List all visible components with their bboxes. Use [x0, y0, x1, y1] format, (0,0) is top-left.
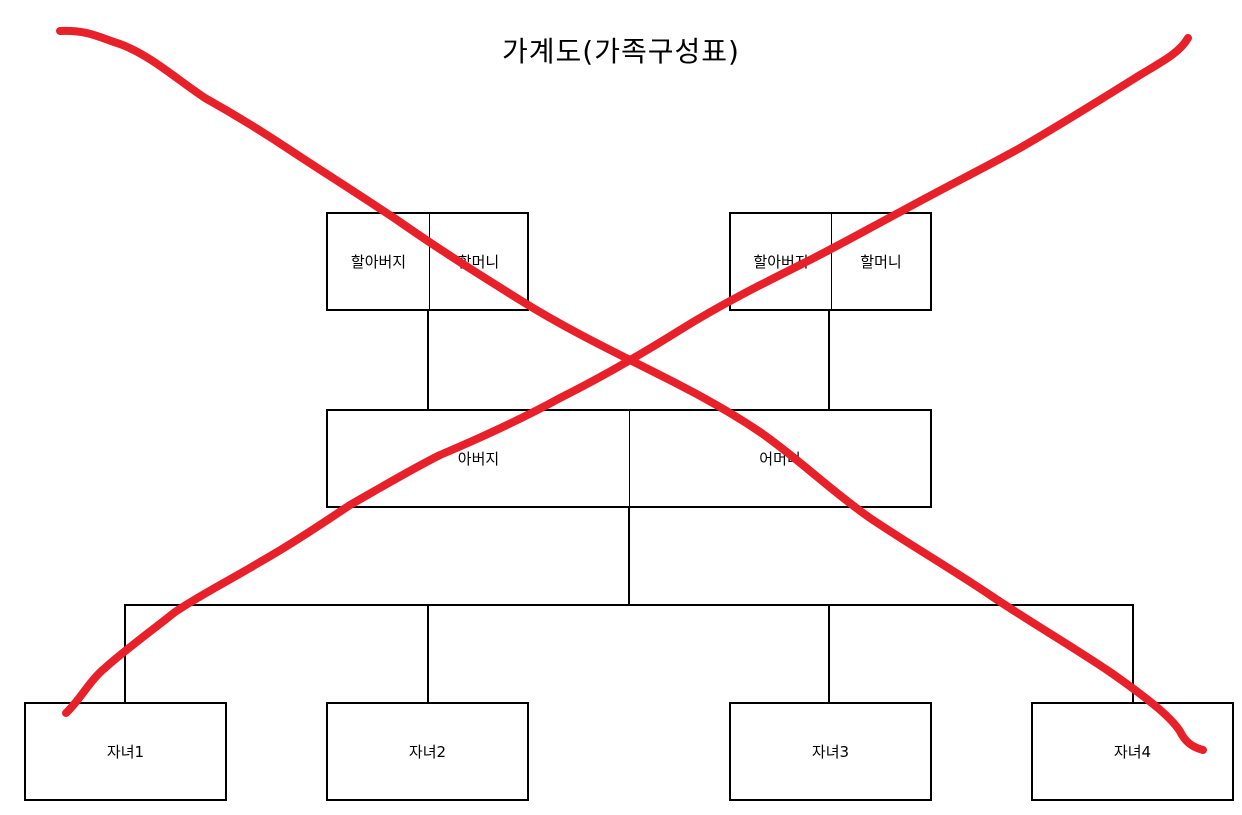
child-label-1: 자녀1	[106, 743, 145, 761]
right-grandfather-label: 할아버지	[753, 253, 809, 271]
child-cell-3: 자녀3	[731, 704, 930, 799]
right-grandfather-cell: 할아버지	[731, 214, 832, 309]
mother-cell: 어머니	[630, 411, 930, 506]
connector-child-1	[124, 604, 126, 703]
child-label-4: 자녀4	[1113, 743, 1152, 761]
left-grandparents-box: 할아버지 할머니	[326, 212, 529, 311]
child-box-4: 자녀4	[1031, 702, 1234, 801]
connector-child-3	[828, 604, 830, 703]
connector-parents-down	[628, 506, 630, 606]
child-label-3: 자녀3	[811, 743, 850, 761]
left-grandfather-label: 할아버지	[350, 253, 407, 271]
father-label: 아버지	[457, 450, 500, 468]
right-grandmother-cell: 할머니	[832, 214, 930, 309]
left-grandmother-cell: 할머니	[430, 214, 527, 309]
mother-label: 어머니	[759, 450, 801, 468]
child-cell-4: 자녀4	[1033, 704, 1232, 799]
diagram-title: 가계도(가족구성표)	[502, 35, 740, 68]
child-cell-2: 자녀2	[328, 704, 527, 799]
cross-stroke-1	[56, 26, 1207, 754]
child-box-3: 자녀3	[729, 702, 932, 801]
left-grandfather-cell: 할아버지	[328, 214, 430, 309]
connector-child-4	[1132, 604, 1134, 703]
connector-right-grandparents	[828, 309, 830, 410]
left-grandmother-label: 할머니	[457, 253, 500, 271]
parents-box: 아버지 어머니	[326, 409, 932, 508]
child-cell-1: 자녀1	[26, 704, 225, 799]
cross-stroke-2	[62, 34, 1192, 717]
connector-child-2	[427, 604, 429, 703]
connector-left-grandparents	[427, 309, 429, 410]
child-label-2: 자녀2	[408, 743, 447, 761]
connector-children-bar	[124, 604, 1134, 606]
child-box-1: 자녀1	[24, 702, 227, 801]
child-box-2: 자녀2	[326, 702, 529, 801]
right-grandmother-label: 할머니	[860, 253, 902, 271]
right-grandparents-box: 할아버지 할머니	[729, 212, 932, 311]
father-cell: 아버지	[328, 411, 630, 506]
